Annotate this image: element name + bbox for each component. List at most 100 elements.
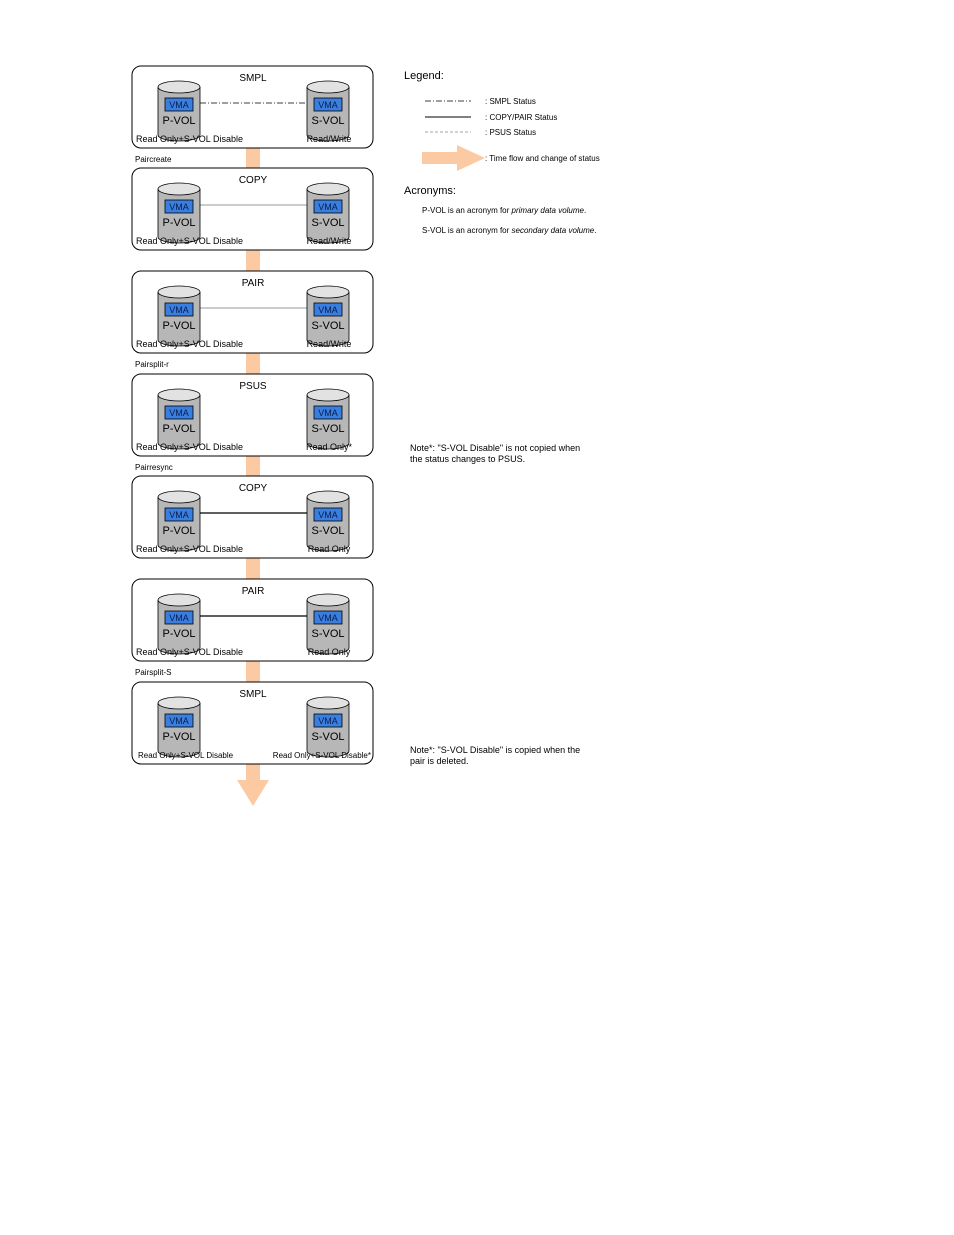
note-smpl-line-1: Note*: "S-VOL Disable" is copied when th…	[410, 745, 581, 755]
svol-cylinder-icon: VMA S-VOL	[306, 388, 350, 450]
pvol-label: P-VOL	[162, 731, 195, 743]
acronym-pvol: P-VOL is an acronym for primary data vol…	[422, 206, 586, 215]
vma-box	[164, 507, 194, 522]
acronym-svol-prefix: S-VOL is an acronym for	[422, 226, 512, 235]
vma-box	[313, 302, 343, 317]
svol-access-label: Read Only+S-VOL Disable*	[273, 751, 371, 760]
cylinder-top	[157, 696, 201, 710]
vma-box	[164, 97, 194, 112]
cylinder-top	[306, 285, 350, 299]
vma-label: VMA	[318, 100, 338, 110]
svol-label: S-VOL	[311, 525, 344, 537]
vma-label: VMA	[318, 613, 338, 623]
legend-arrow-icon	[422, 145, 485, 171]
svol-label: S-VOL	[311, 423, 344, 435]
vma-label: VMA	[169, 408, 189, 418]
vma-box	[313, 199, 343, 214]
acronym-pvol-em: primary data volume	[511, 206, 585, 215]
note-psus-line-1: Note*: "S-VOL Disable" is not copied whe…	[410, 443, 581, 453]
vma-box	[313, 97, 343, 112]
cylinder-top	[157, 182, 201, 196]
svol-access-label: Read/Write	[307, 339, 352, 349]
cylinder-body	[306, 394, 350, 450]
vma-box	[164, 405, 194, 420]
cylinder-body	[306, 496, 350, 552]
transition-command: Pairsplit-r	[135, 360, 169, 369]
state-title: SMPL	[239, 689, 267, 700]
cylinder-top	[306, 388, 350, 402]
cylinder-top	[306, 490, 350, 504]
states-layer: SMPL VMA P-VOL VMA S-VOL Read Only+S-VOL Disa…	[131, 65, 374, 765]
pvol-access-label: Read Only+S-VOL Disable	[136, 339, 243, 349]
cylinder-body	[306, 86, 350, 142]
svol-label: S-VOL	[311, 731, 344, 743]
cylinder-top	[157, 490, 201, 504]
vma-label: VMA	[169, 202, 189, 212]
cylinder-body	[306, 599, 350, 655]
vma-label: VMA	[318, 202, 338, 212]
vma-box	[164, 302, 194, 317]
transition-command: Pairresync	[135, 463, 173, 472]
svol-access-label: Read/Write	[307, 236, 352, 246]
transition-command: Pairsplit-S	[135, 668, 171, 677]
svol-access-label: Read Only	[308, 544, 351, 554]
acronyms-title: Acronyms:	[404, 185, 456, 197]
vma-box	[164, 713, 194, 728]
cylinder-body	[157, 599, 201, 655]
pvol-label: P-VOL	[162, 628, 195, 640]
pvol-access-label: Read Only+S-VOL Disable	[138, 751, 234, 760]
legend: Legend: : SMPL Status : COPY/PAIR Status…	[404, 70, 600, 171]
state-title: SMPL	[239, 73, 267, 84]
vma-box	[313, 507, 343, 522]
pvol-access-label: Read Only+S-VOL Disable	[136, 647, 243, 657]
cylinder-body	[306, 291, 350, 347]
vma-label: VMA	[169, 100, 189, 110]
legend-label-psus: : PSUS Status	[485, 128, 536, 137]
acronym-svol: S-VOL is an acronym for secondary data v…	[422, 226, 596, 235]
legend-title: Legend:	[404, 70, 444, 82]
pvol-access-label: Read Only+S-VOL Disable	[136, 442, 243, 452]
vma-label: VMA	[318, 305, 338, 315]
pvol-cylinder-icon: VMA P-VOL	[157, 182, 201, 244]
legend-label-copy-pair: : COPY/PAIR Status	[485, 113, 557, 122]
svol-access-label: Read/Write	[307, 134, 352, 144]
pvol-cylinder-icon: VMA P-VOL	[157, 388, 201, 450]
legend-label-smpl: : SMPL Status	[485, 97, 536, 106]
transition-command: Paircreate	[135, 155, 172, 164]
svol-access-label: Read Only*	[306, 442, 353, 452]
pvol-access-label: Read Only+S-VOL Disable	[136, 134, 243, 144]
pvol-access-label: Read Only+S-VOL Disable	[136, 236, 243, 246]
cylinder-body	[157, 496, 201, 552]
pvol-label: P-VOL	[162, 423, 195, 435]
cylinder-body	[157, 291, 201, 347]
vma-box	[313, 713, 343, 728]
cylinder-top	[157, 285, 201, 299]
vma-label: VMA	[318, 716, 338, 726]
note-psus-line-2: the status changes to PSUS.	[410, 454, 526, 464]
svol-label: S-VOL	[311, 320, 344, 332]
vma-box	[313, 610, 343, 625]
note-smpl-line-2: pair is deleted.	[410, 756, 469, 766]
cylinder-top	[157, 593, 201, 607]
vma-label: VMA	[318, 408, 338, 418]
cylinder-body	[157, 394, 201, 450]
acronym-svol-em: secondary data volume	[512, 226, 595, 235]
svol-label: S-VOL	[311, 115, 344, 127]
cylinder-top	[157, 388, 201, 402]
pvol-label: P-VOL	[162, 217, 195, 229]
cylinder-body	[157, 86, 201, 142]
